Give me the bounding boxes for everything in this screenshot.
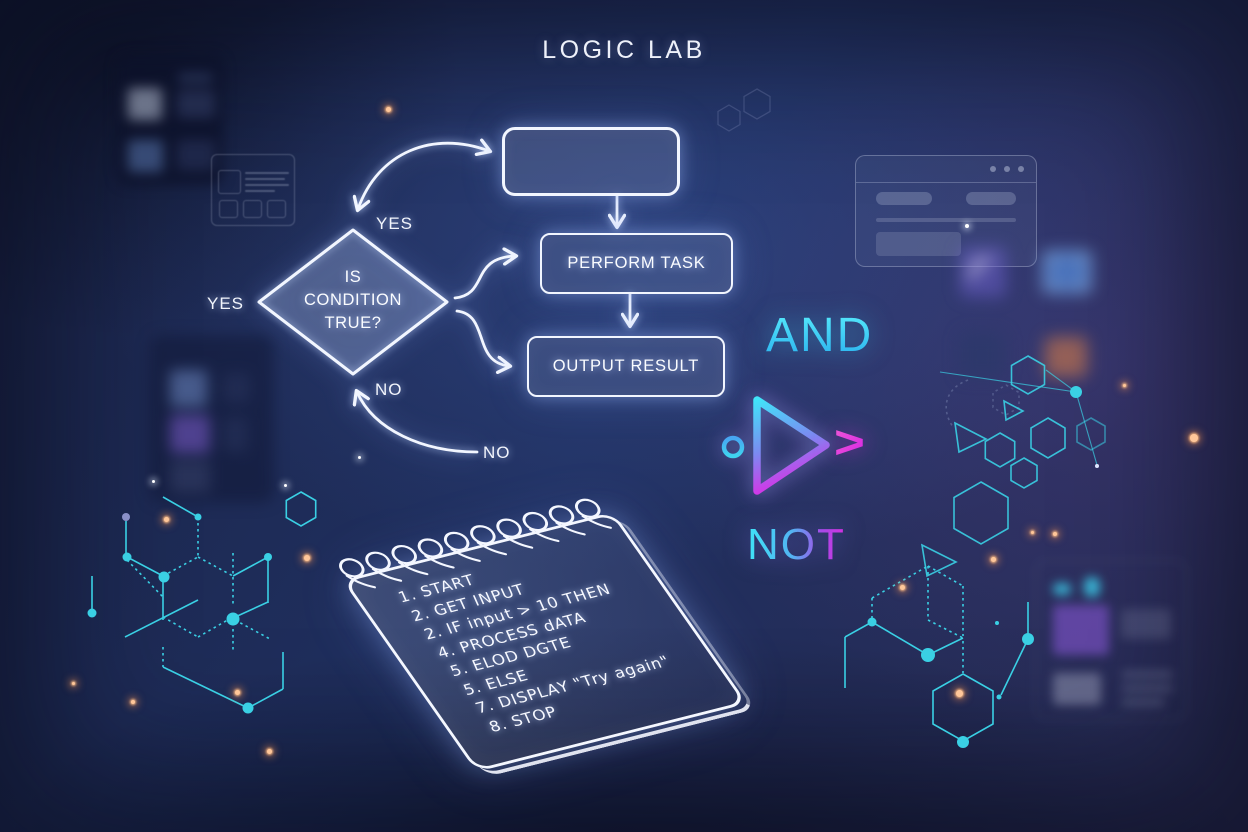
perform-task-box: PERFORM TASK xyxy=(540,233,733,294)
glow-dot xyxy=(284,484,287,487)
decision-diamond-text: IS CONDITION TRUE? xyxy=(278,266,428,335)
start-box xyxy=(502,127,680,196)
browser-pill xyxy=(966,192,1016,205)
decision-diamond xyxy=(257,228,449,376)
wireframe-card xyxy=(211,154,295,226)
card-tile xyxy=(267,200,286,218)
app-tile xyxy=(128,88,162,120)
browser-pill xyxy=(876,192,932,205)
blurred-app-tiles xyxy=(945,225,1105,395)
hexagon-cluster-icon xyxy=(920,355,1106,578)
diamond-line: TRUE? xyxy=(324,314,382,332)
glow-dot xyxy=(304,555,310,561)
window-dot-icon xyxy=(1004,166,1010,172)
orange-tile xyxy=(1045,337,1087,377)
and-gate-label: AND xyxy=(766,309,874,362)
text-line xyxy=(1121,685,1173,692)
text-block xyxy=(1121,609,1171,639)
purple-tile xyxy=(1053,605,1109,655)
glow-dot xyxy=(267,749,272,754)
glow-dot xyxy=(1123,384,1126,387)
glow-dot xyxy=(1190,434,1198,442)
gate-triangle-icon xyxy=(753,396,830,495)
glow-dot xyxy=(956,690,963,697)
gate-bubble-icon xyxy=(721,435,745,459)
card-avatar-icon xyxy=(218,170,241,194)
window-dot-icon xyxy=(1018,166,1024,172)
output-result-label: OUTPUT RESULT xyxy=(552,357,700,375)
card-line xyxy=(245,184,289,186)
card-line xyxy=(245,178,285,180)
glow-dot xyxy=(152,480,155,483)
card-gear-icon xyxy=(243,200,262,218)
gray-tile xyxy=(1053,673,1101,705)
diamond-line: IS xyxy=(344,268,362,286)
network-graph-left-icon xyxy=(87,491,317,714)
glow-dot xyxy=(1053,532,1057,536)
phone-tile xyxy=(170,460,210,493)
blurred-card-mockup xyxy=(1035,560,1187,720)
blurred-phone-mockup xyxy=(150,335,274,503)
glow-dot xyxy=(131,700,135,704)
app-bar xyxy=(178,73,213,83)
card-tile xyxy=(219,200,238,218)
blue-tile xyxy=(1043,251,1091,293)
greater-than-icon: > xyxy=(833,416,865,468)
glow-dot xyxy=(965,224,969,228)
arrow-diamond-to-perform xyxy=(453,256,515,300)
perform-task-label: PERFORM TASK xyxy=(567,254,706,272)
glow-dot xyxy=(164,517,169,522)
browser-block xyxy=(876,232,961,256)
app-tile xyxy=(177,140,215,170)
phone-tile xyxy=(223,373,250,403)
dark-tile xyxy=(960,333,1005,377)
phone-tile xyxy=(223,417,248,452)
output-result-box: OUTPUT RESULT xyxy=(527,336,725,397)
cyan-chip xyxy=(1084,577,1100,597)
arrow-no-curve xyxy=(357,392,479,454)
yes-top-label: YES xyxy=(376,214,414,233)
arrow-yes-curve xyxy=(358,143,489,209)
network-graph-right-icon xyxy=(844,565,1034,748)
browser-line xyxy=(876,218,1016,222)
phone-tile xyxy=(170,370,207,407)
no-mid-label: NO xyxy=(375,380,403,399)
text-line xyxy=(1121,671,1173,678)
diamond-line: CONDITION xyxy=(304,291,402,309)
faint-hexagons xyxy=(717,88,771,132)
connector-lines xyxy=(939,369,1099,468)
cyan-chip xyxy=(1053,583,1071,595)
phone-tile xyxy=(170,415,210,453)
arrow-diamond-to-output xyxy=(455,309,509,366)
glow-dot xyxy=(386,107,391,112)
glow-dot xyxy=(358,456,361,459)
window-dot-icon xyxy=(990,166,996,172)
page-title: LOGIC LAB xyxy=(542,36,706,64)
yes-left-label: YES xyxy=(207,294,245,313)
browser-titlebar xyxy=(856,156,1036,183)
glow-dot xyxy=(1031,531,1034,534)
glow-dot xyxy=(991,557,996,562)
blurred-app-window xyxy=(117,55,223,185)
not-gate-label: NOT xyxy=(747,520,846,569)
spiral-binding-icon xyxy=(339,498,612,589)
glow-dot xyxy=(900,585,905,590)
text-line xyxy=(1121,699,1165,706)
app-tile xyxy=(128,140,163,172)
app-tile xyxy=(177,90,215,118)
glow-dot xyxy=(72,682,75,685)
browser-window-mockup xyxy=(855,155,1037,267)
phone-call-tile xyxy=(959,247,1019,308)
glow-dot xyxy=(235,690,240,695)
pseudocode-notepad: 1. START 2. GET INPUT 2. IF input > 10 T… xyxy=(339,498,748,772)
card-line xyxy=(245,172,289,174)
no-bottom-label: NO xyxy=(483,443,511,462)
card-line xyxy=(245,190,275,192)
